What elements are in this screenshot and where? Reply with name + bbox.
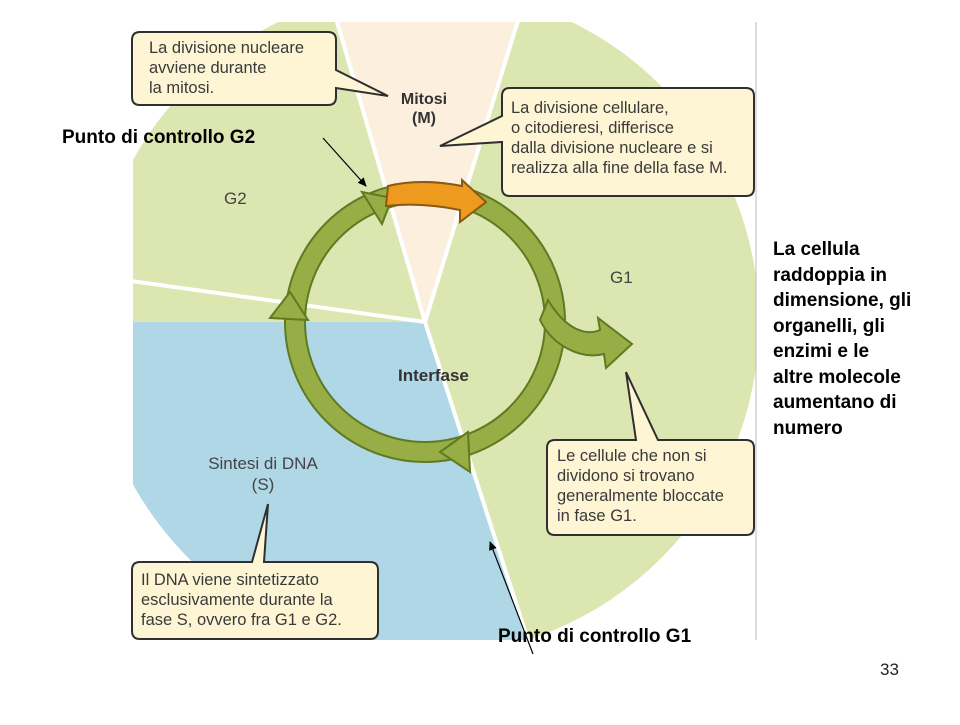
checkpoint-g2-label: Punto di controllo G2 [62, 127, 256, 148]
ring-arrowhead-top [359, 190, 394, 227]
callout-g1-arrest-box [546, 371, 755, 536]
ring-arrowhead-left [268, 290, 310, 322]
callout-nuclear-division-text: La divisione nucleare avviene durante la… [149, 39, 305, 97]
callout-nuclear-division-box [131, 31, 389, 106]
callout-cytokinesis-text: La divisione cellulare, o citodieresi, d… [511, 99, 728, 177]
g1-checkpoint-pointer [489, 541, 534, 655]
mitosis-segment [384, 177, 488, 225]
g2-checkpoint-pointer [322, 137, 367, 187]
cycle-ring [268, 177, 634, 474]
ring-arrowhead-bottom [438, 430, 472, 474]
callout-boxes [131, 31, 755, 640]
slide-number: 33 [880, 660, 899, 679]
mitosis-label: Mitosi (M) [400, 91, 448, 127]
callout-dna-synthesis-text: Il DNA viene sintetizzato esclusivamente… [141, 571, 342, 629]
s-phase-sector [133, 322, 528, 640]
mitosis-sector [337, 22, 518, 322]
g1-label: G1 [610, 268, 633, 287]
side-note: La cellula raddoppia in dimensione, gli … [773, 239, 912, 439]
callout-cytokinesis-box [439, 87, 755, 197]
g2-label: G2 [224, 189, 247, 208]
g0-exit-arrow [538, 297, 634, 371]
s-phase-label: Sintesi di DNA (S) [208, 454, 318, 494]
callout-g1-arrest-text: Le cellule che non si dividono si trovan… [557, 447, 724, 525]
checkpoint-g1-label: Punto di controllo G1 [498, 626, 692, 647]
callout-dna-synthesis-box [131, 503, 379, 640]
interphase-label: Interfase [398, 366, 469, 385]
